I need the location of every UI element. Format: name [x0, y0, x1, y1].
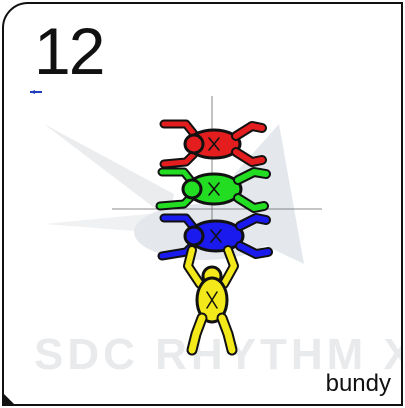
- heading-marker-icon: [30, 90, 42, 94]
- green-jumper: [155, 167, 271, 213]
- formation-name: bundy: [325, 370, 391, 397]
- formation-number: 12: [34, 14, 105, 88]
- red-jumper: [159, 119, 267, 169]
- watermark-text: SDC RHYTHM XP: [34, 330, 403, 379]
- yellow-jumper: [183, 245, 239, 356]
- formation-diagram: SDC RHYTHM XP: [34, 96, 403, 379]
- corner-mark-icon: [4, 394, 14, 404]
- crosshair: [112, 96, 322, 234]
